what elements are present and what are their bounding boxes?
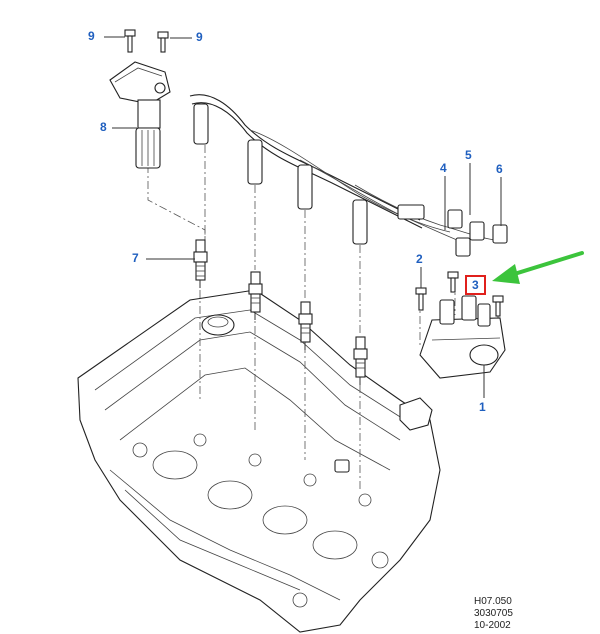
- bolt-9a: [124, 29, 136, 53]
- spark-plug-1: [193, 239, 208, 288]
- callout-4: 4: [440, 161, 447, 175]
- reference-code: H07.050 3030705 10-2002: [474, 596, 513, 632]
- callout-2: 2: [416, 252, 423, 266]
- callout-6: 6: [496, 162, 503, 176]
- leader-lines: [104, 36, 502, 398]
- callout-3-highlight-box: [465, 275, 486, 295]
- callout-3: 3: [472, 278, 479, 292]
- ht-lead-set: [189, 94, 508, 257]
- callout-8: 8: [100, 120, 107, 134]
- screw-2: [415, 287, 427, 311]
- screw-coil-left: [447, 271, 459, 293]
- screw-coil-right: [492, 295, 504, 317]
- callout-9a: 9: [88, 29, 95, 43]
- bolt-9b: [157, 31, 169, 53]
- spark-plug-4: [353, 336, 368, 385]
- green-arrow: [492, 251, 584, 284]
- coil-pack: [419, 295, 506, 379]
- reference-line-3: 10-2002: [474, 620, 511, 631]
- callout-1: 1: [479, 400, 486, 414]
- reference-line-2: 3030705: [474, 608, 513, 619]
- callout-7: 7: [132, 251, 139, 265]
- callout-5: 5: [465, 148, 472, 162]
- cylinder-head: [77, 289, 441, 633]
- spark-plug-2: [248, 271, 263, 320]
- spark-plug-3: [298, 301, 313, 350]
- reference-line-1: H07.050: [474, 596, 512, 607]
- coil-on-plug: [109, 61, 171, 169]
- callout-9b: 9: [196, 30, 203, 44]
